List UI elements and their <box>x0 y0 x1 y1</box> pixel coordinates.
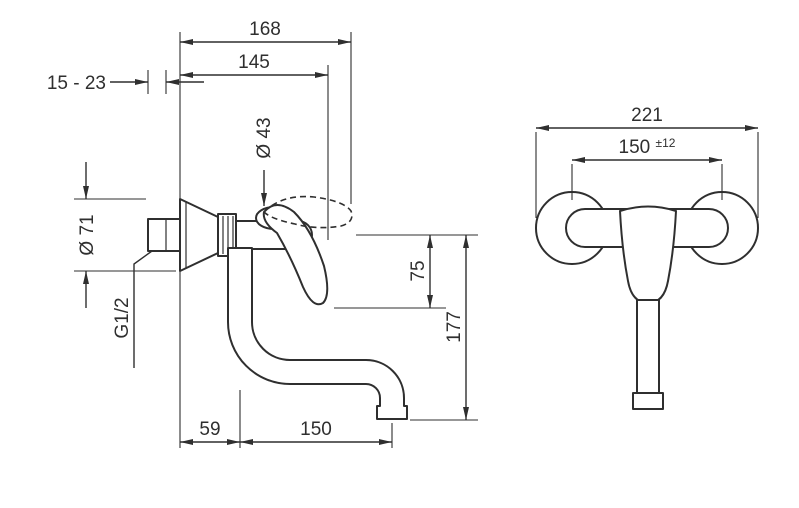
dim-wall-adjust-value: 15 - 23 <box>47 73 106 94</box>
side-view: 168 145 15 - 23 Ø 71 G1/2 <box>47 19 478 448</box>
dim-connection-centers: 150 ±12 <box>572 136 722 163</box>
spout-front <box>636 299 660 394</box>
dim-depth-total: 168 <box>180 19 351 45</box>
spout-side <box>227 247 408 420</box>
front-view: 221 150 ±12 <box>535 105 759 410</box>
dim-escutcheon-diameter-value: Ø 71 <box>77 214 98 255</box>
dim-depth-total-value: 168 <box>249 19 281 40</box>
dim-handle-drop: 75 <box>408 235 433 308</box>
lever-handle-raised-dashed <box>263 195 353 229</box>
dim-handle-diameter: Ø 43 <box>254 117 275 206</box>
wall-connector-nut <box>147 218 181 252</box>
dim-connection-centers-value: 150 ±12 <box>619 136 676 158</box>
dim-59-value: 59 <box>199 419 220 440</box>
spout-outlet-front <box>632 392 664 410</box>
side-view-object <box>147 195 408 420</box>
connection-centers-number: 150 <box>619 137 651 158</box>
front-view-extension-lines <box>535 132 759 218</box>
dim-height-below-axis: 177 <box>444 235 469 420</box>
dim-connection-thread: G1/2 <box>112 250 153 368</box>
dim-wall-to-spout-axis: 59 <box>180 419 240 445</box>
lever-handle-front <box>619 205 677 304</box>
lever-handle-side <box>262 204 329 306</box>
connection-centers-tolerance: ±12 <box>656 136 676 150</box>
connection-thread-value: G1/2 <box>112 297 133 338</box>
dim-150-value: 150 <box>300 419 332 440</box>
dim-depth-inner: 145 <box>180 52 328 78</box>
dim-depth-inner-value: 145 <box>238 52 270 73</box>
front-view-object <box>535 191 759 410</box>
dim-wall-adjust: 15 - 23 <box>47 73 204 94</box>
dim-height-value: 177 <box>444 311 465 343</box>
dim-spout-reach: 150 <box>240 419 392 445</box>
dim-handle-diameter-value: Ø 43 <box>254 117 275 158</box>
dim-escutcheon-diameter: Ø 71 <box>77 162 98 308</box>
thread-leader-line <box>133 250 153 368</box>
dim-width-total: 221 <box>536 105 758 131</box>
dim-width-total-value: 221 <box>631 105 663 126</box>
dim-handle-drop-value: 75 <box>408 260 429 281</box>
